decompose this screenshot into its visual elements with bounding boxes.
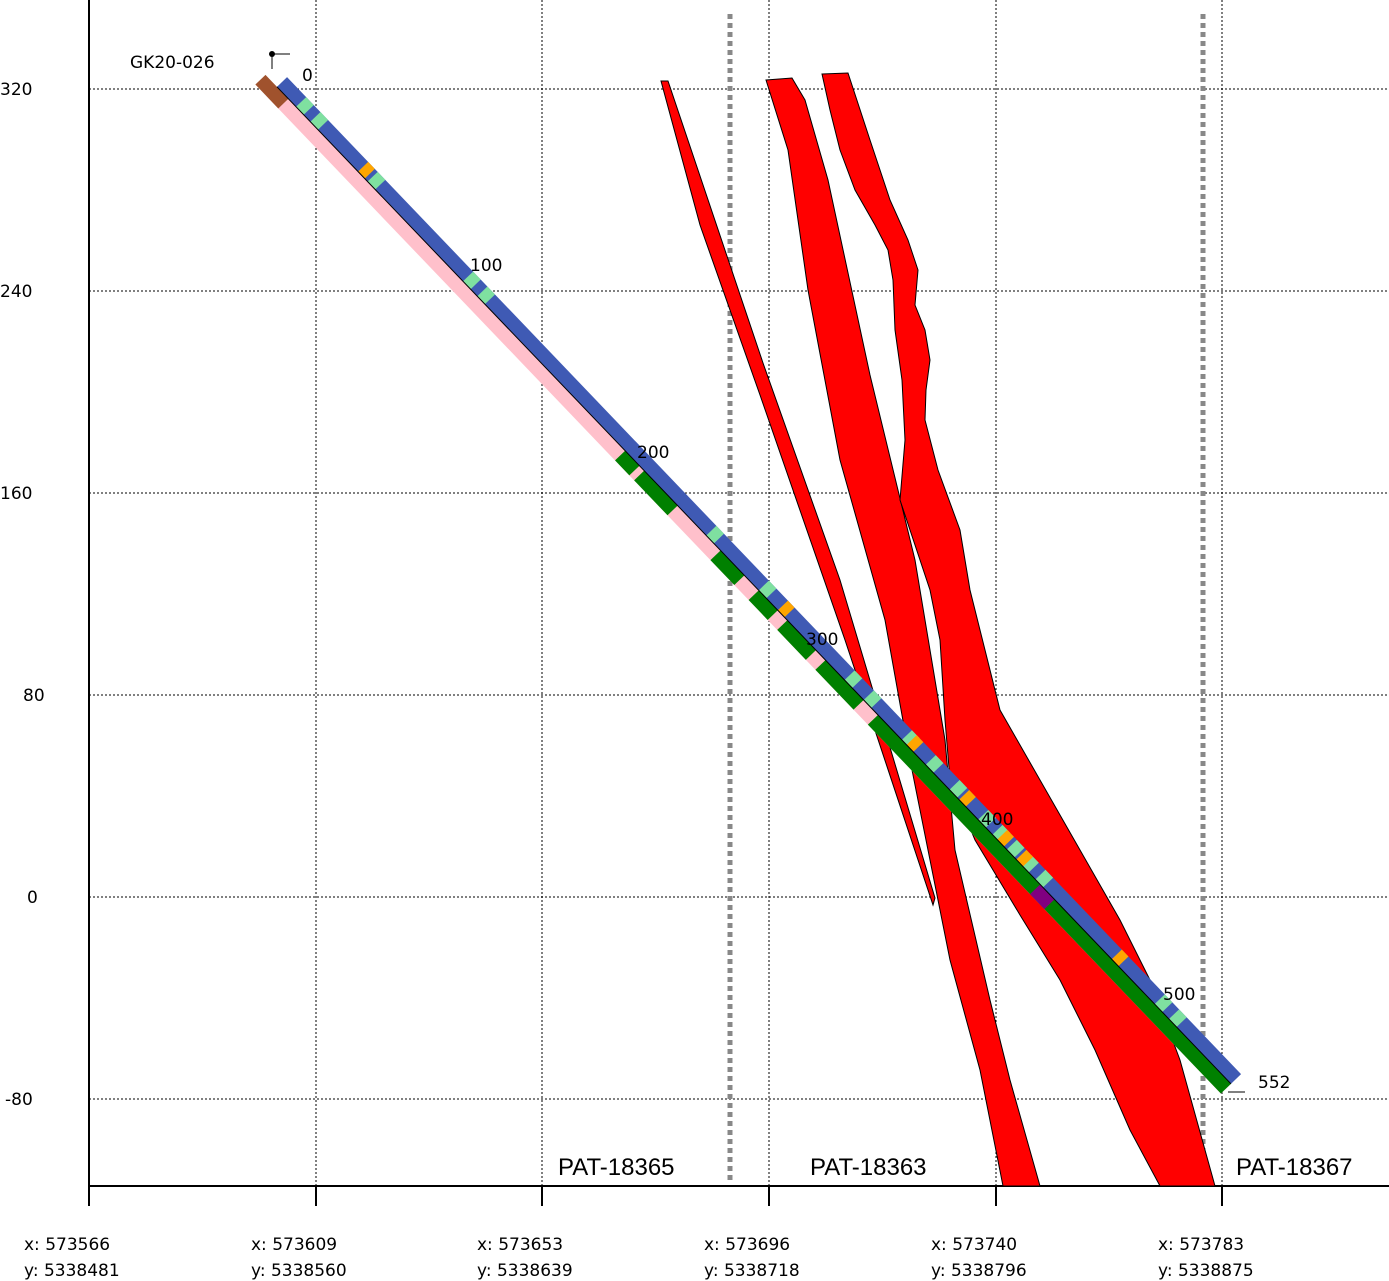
trace-segment-light-green [462, 271, 481, 290]
end-depth-label: 552 [1258, 1073, 1290, 1093]
y-tick-label: -80 [5, 1090, 33, 1110]
trace-segment-orange [1111, 949, 1129, 967]
x-tick-northing: y: 5338875 [1158, 1261, 1254, 1281]
claim-label-pat-18363: PAT-18363 [810, 1154, 927, 1181]
y-tick-label: 0 [27, 888, 38, 908]
x-tick-easting: x: 573653 [477, 1235, 563, 1255]
trace-segment-orange [906, 735, 924, 752]
trace-segment-orange [777, 600, 795, 618]
trace-segment-blue [276, 77, 1242, 1084]
depth-label-400: 400 [981, 810, 1013, 830]
trace-segment-light-green [1168, 1009, 1187, 1028]
x-tick-northing: y: 5338639 [477, 1261, 573, 1281]
trace-segment-green [710, 550, 745, 586]
trace-segment-light-green [706, 525, 724, 544]
trace-segment-green [615, 450, 640, 476]
claim-label-pat-18365: PAT-18365 [558, 1154, 675, 1181]
trace-segment-light-green [1154, 994, 1173, 1013]
claim-boundaries [727, 14, 1206, 1184]
trace-segment-light-green [901, 730, 920, 748]
x-tick-easting: x: 573696 [704, 1235, 790, 1255]
x-tick-northing: y: 5338796 [931, 1261, 1027, 1281]
trace-segment-green [815, 660, 864, 710]
red-veins [660, 72, 1216, 1187]
trace-segment-light-green [477, 286, 496, 305]
trace-segment-green [634, 470, 678, 516]
trace-segment-orange [358, 161, 375, 179]
horizontal-gridlines [89, 88, 1389, 1100]
trace-segment-light-green [1006, 839, 1025, 858]
trace-segment-light-green [1021, 854, 1039, 873]
drill-hole-trace [255, 74, 1242, 1094]
depth-label-100: 100 [470, 256, 502, 276]
x-tick-northing: y: 5338560 [251, 1261, 347, 1281]
trace-segment-light-green [949, 780, 968, 798]
y-tick-label: 320 [0, 80, 32, 100]
trace-segment-purple [1030, 884, 1055, 910]
x-tick-easting: x: 573566 [24, 1235, 110, 1255]
trace-centerline [276, 86, 1232, 1085]
trace-segment-light-green [863, 690, 882, 708]
x-tick-northing: y: 5338718 [704, 1261, 800, 1281]
trace-segment-light-green [925, 755, 944, 773]
y-tick-label: 240 [0, 282, 32, 302]
depth-label-300: 300 [806, 630, 838, 650]
trace-segment-light-green [992, 824, 1011, 843]
x-tick-easting: x: 573783 [1158, 1235, 1244, 1255]
trace-segment-orange [959, 790, 976, 807]
depth-label-500: 500 [1163, 985, 1195, 1005]
x-tick-easting: x: 573609 [251, 1235, 337, 1255]
trace-segment-light-green [758, 580, 777, 599]
depth-label-200: 200 [637, 443, 669, 463]
x-tick-northing: y: 5338481 [24, 1261, 120, 1281]
middle-vein [765, 77, 1041, 1187]
trace-segment-green [777, 620, 816, 660]
x-tick-easting: x: 573740 [931, 1235, 1017, 1255]
trace-segment-light-green [1035, 869, 1054, 888]
depth-label-0: 0 [302, 66, 313, 86]
trace-segment-light-green [844, 670, 863, 689]
trace-segment-light-green [978, 809, 996, 828]
trace-segment-green [748, 590, 778, 620]
y-tick-label: 80 [23, 686, 45, 706]
collar-marker [269, 51, 1245, 1093]
hole-name: GK20-026 [130, 53, 215, 73]
right-vein [821, 72, 1216, 1187]
trace-segment-light-green [296, 97, 314, 115]
y-tick-label: 160 [0, 484, 32, 504]
trace-segment-light-green [367, 171, 386, 190]
trace-segment-orange [1016, 849, 1034, 867]
trace-segment-light-green [310, 112, 329, 130]
trace-segment-collar [255, 74, 289, 109]
trace-segment-orange [997, 829, 1015, 847]
claim-label-pat-18367: PAT-18367 [1236, 1154, 1353, 1181]
